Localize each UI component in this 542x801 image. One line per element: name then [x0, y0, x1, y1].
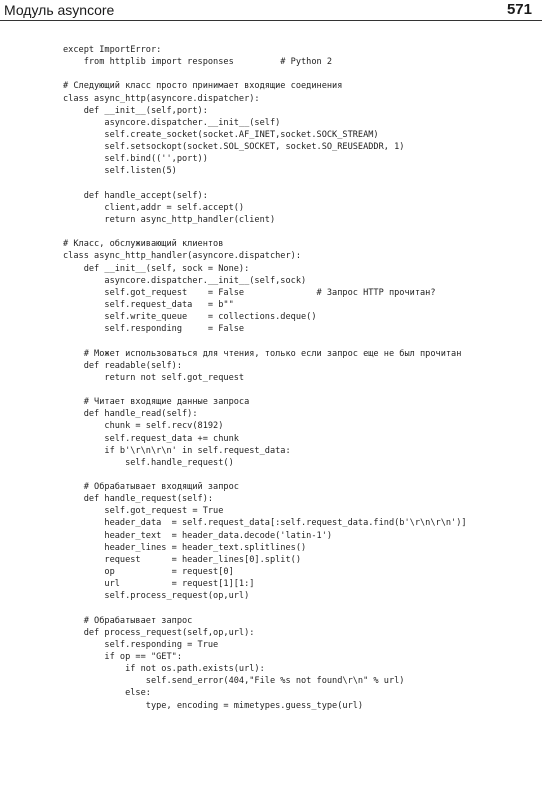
code-line: self.request_data += chunk [63, 433, 239, 444]
code-line: # Обрабатывает входящий запрос [63, 482, 239, 493]
code-line [63, 335, 467, 347]
code-line: if op == "GET": [63, 652, 182, 663]
code-line: def process_request(self,op,url): [63, 627, 255, 638]
code-line: # Следующий класс просто принимает входя… [63, 81, 343, 92]
code-line: type, encoding = mimetypes.guess_type(ur… [63, 700, 364, 711]
code-line: header_data = self.request_data[:self.re… [63, 518, 467, 529]
code-line: self.listen(5) [63, 166, 177, 177]
code-line: url = request[1][1:] [63, 579, 255, 590]
code-line: # Может использоваться для чтения, тольк… [63, 348, 462, 359]
code-line [63, 68, 467, 80]
code-listing: except ImportError: from httplib import … [63, 44, 467, 712]
code-line: # Обрабатывает запрос [63, 615, 193, 626]
header-rule [0, 20, 542, 21]
code-line: self.got_request = True [63, 506, 224, 517]
code-line: from httplib import responses # Python 2 [63, 57, 333, 68]
code-line: op = request[0] [63, 567, 234, 578]
code-line: def readable(self): [63, 360, 182, 371]
code-line: self.request_data = b"" [63, 299, 234, 310]
code-line: def __init__(self,port): [63, 105, 208, 116]
page-header: Модуль asyncore 571 [0, 0, 542, 22]
code-line: else: [63, 688, 151, 699]
code-line: self.bind(('',port)) [63, 154, 208, 165]
code-line: class async_http(asyncore.dispatcher): [63, 93, 260, 104]
code-line: if b'\r\n\r\n' in self.request_data: [63, 445, 291, 456]
code-line: self.process_request(op,url) [63, 591, 250, 602]
code-line: chunk = self.recv(8192) [63, 421, 224, 432]
code-line: self.got_request = False # Запрос HTTP п… [63, 287, 436, 298]
code-line [63, 469, 467, 481]
code-line: self.handle_request() [63, 457, 234, 468]
code-line: def handle_read(self): [63, 409, 198, 420]
code-line: header_lines = header_text.splitlines() [63, 542, 307, 553]
code-line: request = header_lines[0].split() [63, 554, 301, 565]
code-line: class async_http_handler(asyncore.dispat… [63, 251, 301, 262]
code-line: # Класс, обслуживающий клиентов [63, 239, 224, 250]
code-line: self.write_queue = collections.deque() [63, 312, 317, 323]
code-line: except ImportError: [63, 45, 162, 55]
code-line: def handle_accept(self): [63, 190, 208, 201]
code-line: asyncore.dispatcher.__init__(self) [63, 117, 281, 128]
code-line: self.send_error(404,"File %s not found\r… [63, 676, 405, 687]
code-line: self.responding = False [63, 324, 245, 335]
code-line: self.create_socket(socket.AF_INET,socket… [63, 129, 379, 140]
code-line: def handle_request(self): [63, 494, 214, 505]
code-line: self.setsockopt(socket.SOL_SOCKET, socke… [63, 142, 405, 153]
code-line: return not self.got_request [63, 372, 245, 383]
page-number: 571 [506, 1, 532, 18]
code-line: if not os.path.exists(url): [63, 664, 265, 675]
code-line: self.responding = True [63, 639, 219, 650]
running-head: Модуль asyncore [4, 2, 115, 18]
code-line [63, 384, 467, 396]
code-line [63, 226, 467, 238]
code-line: client,addr = self.accept() [63, 202, 245, 213]
code-line: asyncore.dispatcher.__init__(self,sock) [63, 275, 307, 286]
code-line: header_text = header_data.decode('latin-… [63, 530, 333, 541]
code-line [63, 602, 467, 614]
code-line: return async_http_handler(client) [63, 214, 276, 225]
code-line [63, 178, 467, 190]
code-line: def __init__(self, sock = None): [63, 263, 250, 274]
code-line: # Читает входящие данные запроса [63, 397, 250, 408]
